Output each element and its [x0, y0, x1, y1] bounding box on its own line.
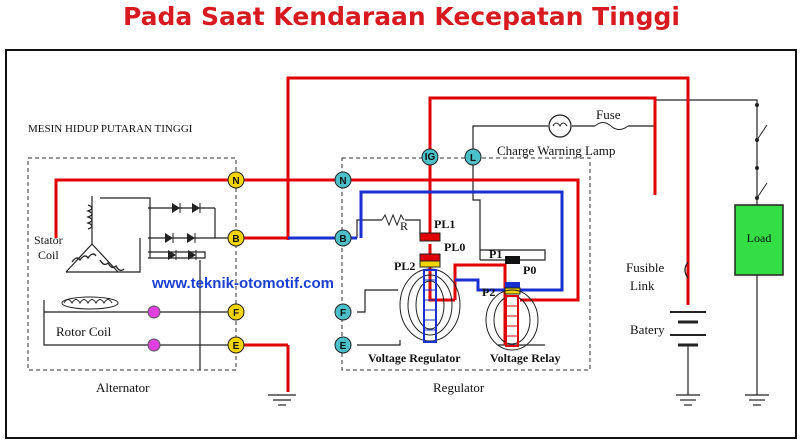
engine-status-label: MESIN HIDUP PUTARAN TINGGI	[28, 123, 193, 135]
fusible-link-icon	[684, 261, 689, 279]
watermark-text: www.teknik-otomotif.com	[151, 275, 334, 292]
link-label: Link	[630, 278, 655, 293]
lamp-filament-icon	[552, 122, 568, 127]
svg-text:B: B	[232, 234, 239, 245]
resistor-icon	[381, 213, 405, 227]
charge-lamp-label: Charge Warning Lamp	[497, 143, 615, 158]
voltage-relay-label: Voltage Relay	[490, 351, 561, 365]
svg-text:E: E	[340, 341, 347, 352]
fuse-icon	[594, 122, 629, 130]
terminal-alt-b: B	[227, 229, 245, 247]
terminal-reg-ig: IG	[421, 148, 439, 166]
rotor-coil-symbol	[61, 296, 119, 310]
pl1-label: PL1	[434, 217, 455, 231]
alternator-label: Alternator	[96, 380, 150, 395]
fuse-label: Fuse	[596, 107, 621, 122]
svg-text:N: N	[232, 176, 239, 187]
fusible-label: Fusible	[626, 260, 665, 275]
stator-label: Stator	[34, 233, 63, 247]
terminal-reg-n: N	[334, 171, 352, 189]
resistor-label: R	[400, 219, 408, 233]
brush-e-icon	[147, 338, 161, 352]
contact-pl1	[419, 232, 441, 242]
regulator-box	[341, 157, 591, 371]
switch-icons	[755, 103, 768, 200]
terminal-alt-f: F	[227, 303, 245, 321]
p1-label: P1	[489, 247, 502, 261]
terminal-reg-l: L	[464, 148, 482, 166]
svg-text:F: F	[340, 308, 346, 319]
load-box	[734, 204, 784, 276]
voltage-relay-coil	[485, 289, 539, 351]
coil-label: Coil	[38, 248, 59, 262]
terminal-reg-e: E	[334, 336, 352, 354]
pl2-label: PL2	[394, 259, 415, 273]
rectifier-diodes	[165, 203, 201, 260]
voltage-regulator-label: Voltage Regulator	[368, 351, 461, 365]
page-title: Pada Saat Kendaraan Kecepatan Tinggi	[123, 2, 680, 31]
terminal-alt-e: E	[227, 336, 245, 354]
brush-f-icon	[147, 305, 161, 319]
regulator-label: Regulator	[433, 380, 485, 395]
svg-text:IG: IG	[425, 152, 436, 163]
terminal-alt-n: N	[227, 171, 245, 189]
svg-text:N: N	[339, 176, 346, 187]
voltage-regulator-coil	[399, 268, 461, 343]
p0-label: P0	[523, 263, 536, 277]
p2-label: P2	[482, 285, 495, 299]
contact-p1	[505, 256, 520, 264]
svg-text:B: B	[339, 234, 346, 245]
diagram-frame	[5, 49, 797, 439]
contact-p0	[505, 282, 520, 288]
battery-icon	[670, 311, 706, 347]
terminal-reg-b: B	[334, 229, 352, 247]
rotor-coil-label: Rotor Coil	[56, 324, 112, 339]
svg-text:F: F	[233, 308, 239, 319]
terminal-reg-f: F	[334, 303, 352, 321]
contact-pl2	[419, 260, 441, 268]
load-label: Load	[747, 231, 772, 245]
svg-text:E: E	[233, 341, 240, 352]
batery-label: Batery	[630, 322, 665, 337]
svg-text:L: L	[470, 153, 476, 164]
pl0-label: PL0	[444, 240, 465, 254]
stator-coil-symbol	[71, 204, 125, 272]
